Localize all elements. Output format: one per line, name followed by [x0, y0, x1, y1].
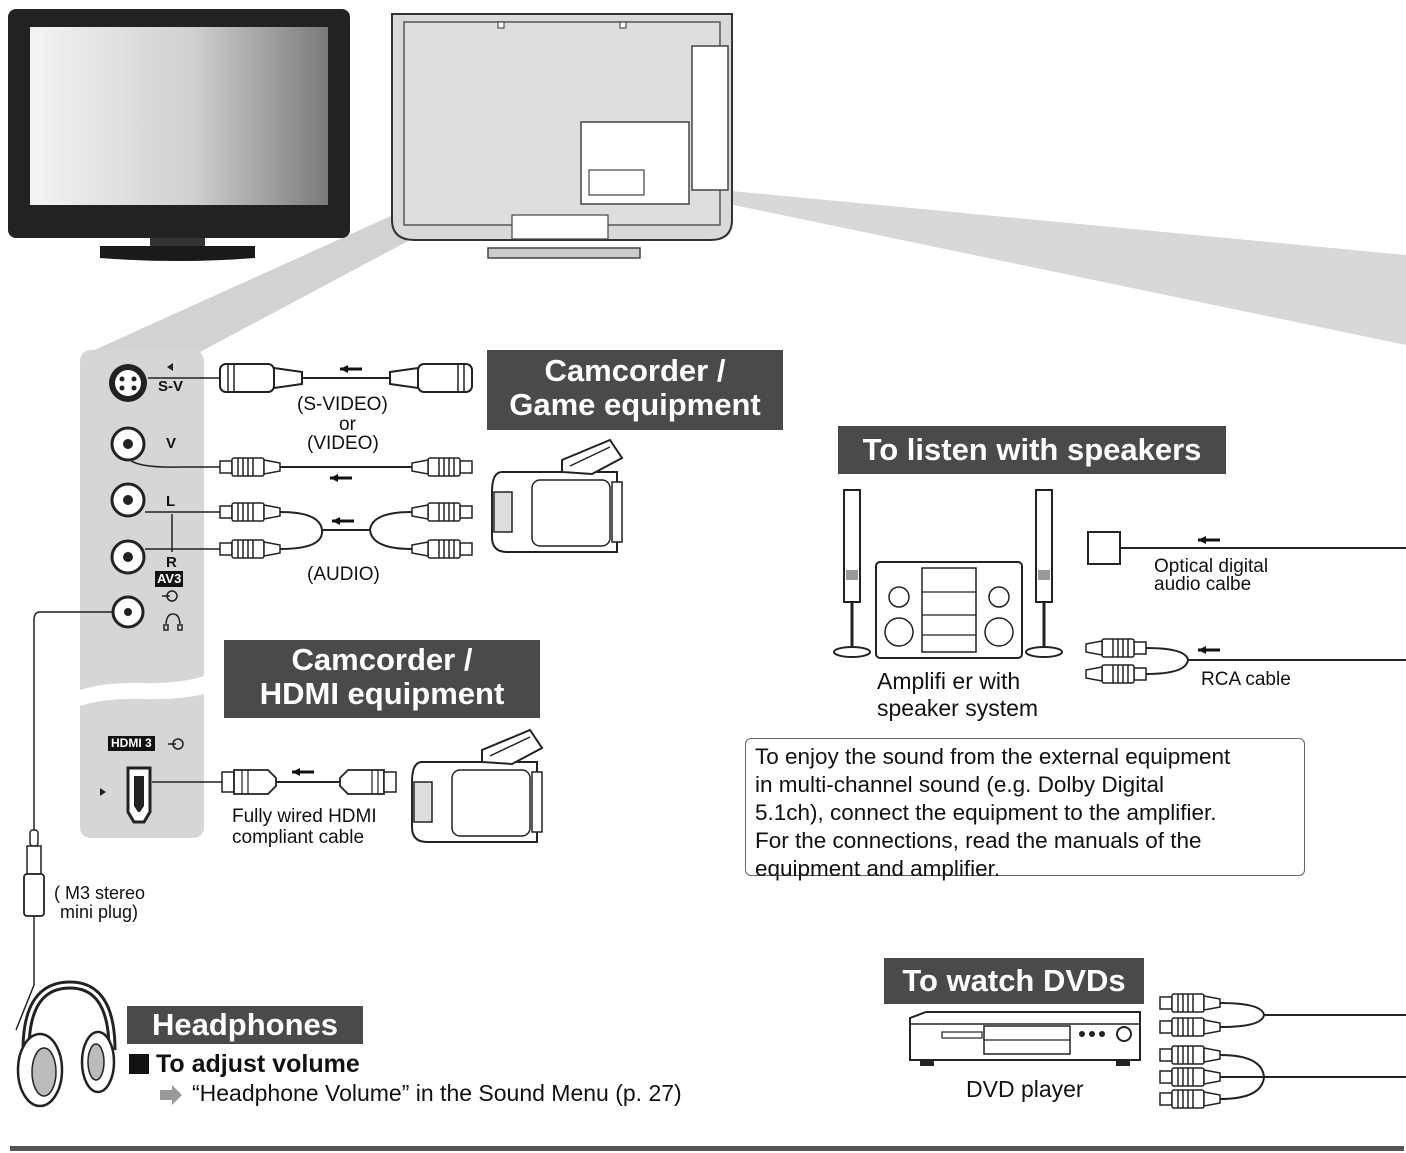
- video-port: [110, 426, 146, 462]
- port-label-sv: S-V: [158, 378, 184, 395]
- rca-plug-icon: [219, 457, 281, 477]
- amplifier-icon: [875, 561, 1023, 659]
- hdmi-plug-icon: [339, 769, 397, 795]
- svideo-plug-icon: [219, 363, 303, 393]
- volume-instruction: “Headphone Volume” in the Sound Menu (p.…: [192, 1080, 682, 1106]
- audio-l-port: [110, 482, 146, 518]
- arrow-icon: [328, 472, 354, 484]
- label-rca: RCA cable: [1201, 669, 1291, 690]
- label-hdmi-cable: Fully wired HDMI compliant cable: [232, 806, 377, 848]
- bullet-square-icon: [129, 1054, 149, 1074]
- input-arrow-icon: [162, 590, 184, 750]
- audio-cable: [145, 502, 472, 559]
- header-dvds: To watch DVDs: [884, 958, 1144, 1004]
- hdmi-port: [100, 766, 152, 824]
- label-video: (VIDEO): [307, 433, 379, 454]
- rca-plug-icon: [1159, 1017, 1221, 1037]
- speaker-icon: [1025, 489, 1063, 658]
- arrow-icon: [290, 766, 316, 778]
- svideo-port: [109, 363, 173, 402]
- audio-r-port: [110, 514, 173, 575]
- header-speakers: To listen with speakers: [838, 426, 1226, 474]
- rca-plug-icon: [412, 540, 472, 558]
- beam-to-right: [700, 188, 1406, 345]
- arrow-icon: [330, 515, 356, 527]
- bottom-rule: [10, 1146, 1404, 1151]
- side-terminal-panel: [80, 350, 204, 838]
- label-dvd-player: DVD player: [966, 1076, 1084, 1102]
- headphone-cable: [23, 611, 114, 985]
- mini-plug-icon: [23, 829, 45, 917]
- header-headphones: Headphones: [127, 1006, 363, 1044]
- rca-plug-icon: [412, 458, 472, 476]
- video-cable: [129, 457, 472, 484]
- speaker-icon: [833, 489, 871, 658]
- rca-cable: [1086, 639, 1406, 683]
- header-camcorder-hdmi: Camcorder / HDMI equipment: [224, 640, 540, 718]
- label-amplifier: Amplifi er with speaker system: [877, 668, 1039, 721]
- rca-plug-icon: [219, 539, 281, 559]
- rca-plug-icon: [219, 502, 281, 522]
- label-optical: Optical digital audio calbe: [1154, 556, 1269, 595]
- hdmi-plug-icon: [221, 769, 277, 795]
- port-label-v: V: [166, 435, 177, 452]
- label-or: or: [339, 414, 356, 435]
- rca-plug-icon: [1159, 1045, 1221, 1065]
- rca-plug-icon: [412, 503, 472, 521]
- arrow-icon: [1196, 534, 1222, 546]
- camcorder-icon: [411, 729, 543, 843]
- dvd-player-icon: [909, 1011, 1141, 1066]
- rca-plug-icon: [1159, 1067, 1221, 1087]
- volume-title: To adjust volume: [156, 1050, 360, 1078]
- dvd-cables: [1159, 993, 1406, 1109]
- port-label-l: L: [166, 493, 176, 510]
- label-svideo: (S-VIDEO): [297, 394, 388, 415]
- tv-front-icon: [8, 9, 350, 261]
- arrow-icon: [338, 363, 364, 375]
- rca-plug-icon: [1159, 1089, 1221, 1109]
- label-mini-plug: ( M3 stereo mini plug): [54, 883, 146, 922]
- port-label-av3: AV3: [155, 571, 184, 587]
- optical-plug-icon: [1087, 531, 1121, 565]
- arrow-icon: [160, 1085, 182, 1105]
- tv-back-icon: [391, 13, 733, 259]
- optical-cable: [1087, 531, 1406, 565]
- arrow-icon: [1196, 644, 1222, 656]
- port-label-r: R: [166, 554, 177, 571]
- headphones-icon: [15, 980, 117, 1108]
- port-label-hdmi3: HDMI 3: [108, 736, 155, 751]
- rca-plug-icon: [1086, 665, 1146, 683]
- svideo-plug-icon: [389, 363, 473, 393]
- rca-plug-icon: [1159, 993, 1221, 1013]
- header-camcorder-game: Camcorder / Game equipment: [487, 350, 783, 430]
- headphone-small-icon: [163, 613, 183, 631]
- label-audio: (AUDIO): [307, 564, 380, 585]
- hdmi-cable: [152, 766, 397, 795]
- camcorder-icon: [491, 439, 623, 553]
- svideo-cable: [148, 363, 473, 393]
- rca-plug-icon: [1086, 639, 1146, 657]
- multichannel-note: To enjoy the sound from the external equ…: [745, 738, 1305, 881]
